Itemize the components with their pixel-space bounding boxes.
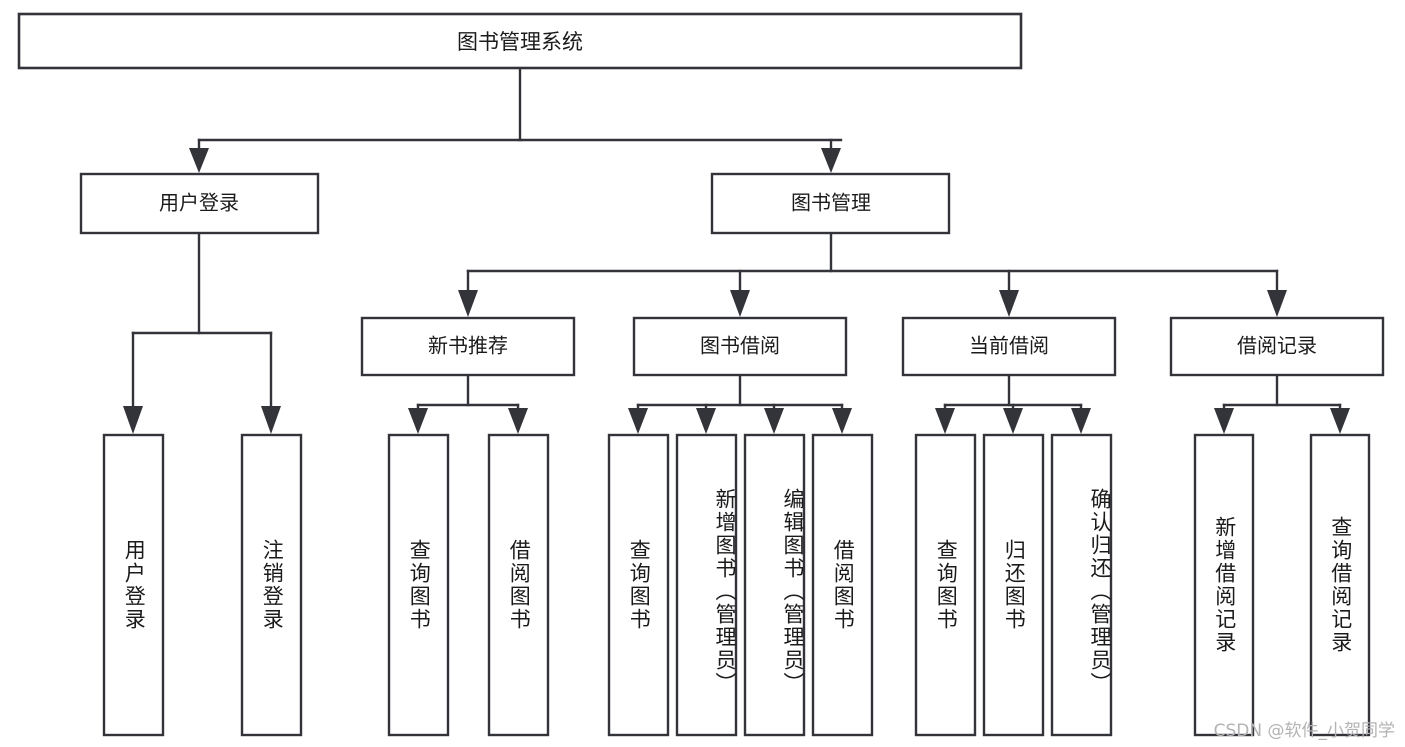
connector-root-to-level2 bbox=[189, 66, 843, 173]
leaf-box-new-book-0[interactable] bbox=[387, 433, 450, 737]
leaf-box-current-borrow-2[interactable] bbox=[1050, 433, 1113, 737]
leaf-box-book-borrow-3[interactable] bbox=[811, 433, 874, 737]
node-book-management-label: 图书管理 bbox=[791, 191, 871, 215]
node-new-book-recommend-label: 新书推荐 bbox=[428, 334, 508, 358]
connector-newbook-to-leaves bbox=[408, 373, 528, 434]
node-borrow-record-label: 借阅记录 bbox=[1237, 334, 1317, 358]
leaf-box-borrow-record-0[interactable] bbox=[1193, 433, 1255, 737]
connector-currentborrow-to-leaves bbox=[935, 373, 1091, 434]
leaf-box-book-borrow-1[interactable] bbox=[675, 433, 738, 737]
node-borrow-record[interactable]: 借阅记录 bbox=[1169, 316, 1385, 377]
leaf-box-book-borrow-0[interactable] bbox=[607, 433, 670, 737]
node-new-book-recommend[interactable]: 新书推荐 bbox=[360, 316, 576, 377]
node-current-borrow-label: 当前借阅 bbox=[969, 334, 1049, 358]
node-root[interactable]: 图书管理系统 bbox=[17, 12, 1023, 70]
leaf-box-current-borrow-0[interactable] bbox=[914, 433, 977, 737]
connector-bookborrow-to-leaves bbox=[628, 373, 852, 434]
connector-bookmgmt-to-level3 bbox=[458, 231, 1287, 317]
connector-borrowrecord-to-leaves bbox=[1214, 373, 1350, 434]
connector-userlogin-to-leaves bbox=[123, 231, 281, 434]
leaf-box-user-login-0[interactable] bbox=[102, 433, 165, 737]
node-book-borrow-label: 图书借阅 bbox=[700, 334, 780, 358]
node-user-login[interactable]: 用户登录 bbox=[79, 172, 320, 235]
node-root-label: 图书管理系统 bbox=[457, 30, 583, 54]
node-current-borrow[interactable]: 当前借阅 bbox=[901, 316, 1117, 377]
csdn-watermark: CSDN @软件_小贺同学 bbox=[1213, 721, 1395, 741]
node-book-management[interactable]: 图书管理 bbox=[710, 172, 951, 235]
leaf-box-current-borrow-1[interactable] bbox=[982, 433, 1045, 737]
leaf-box-borrow-record-1[interactable] bbox=[1309, 433, 1371, 737]
node-user-login-label: 用户登录 bbox=[159, 191, 239, 215]
leaf-box-book-borrow-2[interactable] bbox=[743, 433, 806, 737]
node-book-borrow[interactable]: 图书借阅 bbox=[632, 316, 848, 377]
leaf-box-user-login-1[interactable] bbox=[240, 433, 303, 737]
leaf-box-new-book-1[interactable] bbox=[487, 433, 550, 737]
